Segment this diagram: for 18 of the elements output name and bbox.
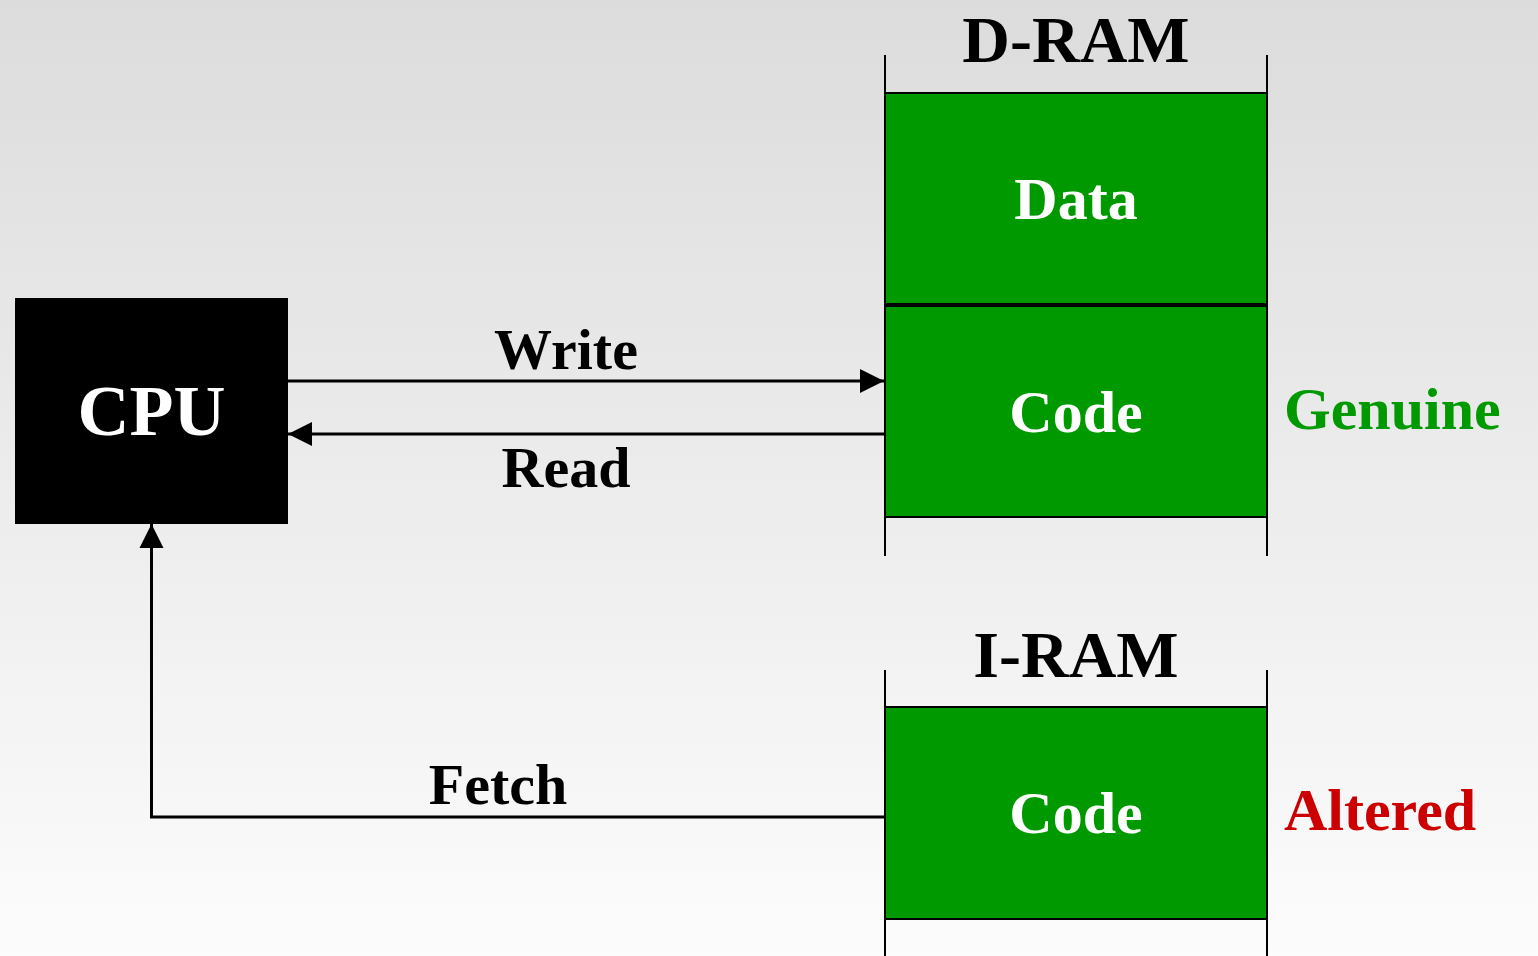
edge-label: Write: [494, 318, 638, 382]
block-label: Code: [1009, 377, 1143, 447]
processor-box: [15, 298, 288, 524]
arrow: [288, 422, 884, 446]
memory-heading: I-RAM: [972, 617, 1180, 693]
memory-block: [884, 706, 1268, 920]
block-label: Code: [1009, 779, 1143, 848]
edge-label: Read: [501, 436, 631, 500]
arrow: [139, 524, 884, 819]
status-label: Altered: [1284, 776, 1477, 845]
memory-heading: D-RAM: [961, 2, 1191, 78]
edge-label: Fetch: [428, 753, 568, 817]
block-label: Data: [1014, 164, 1138, 234]
memory-block: [884, 92, 1268, 305]
memory-block: [884, 305, 1268, 518]
block-label: CPU: [77, 370, 226, 453]
status-label: Genuine: [1284, 374, 1501, 444]
arrow: [288, 369, 884, 393]
